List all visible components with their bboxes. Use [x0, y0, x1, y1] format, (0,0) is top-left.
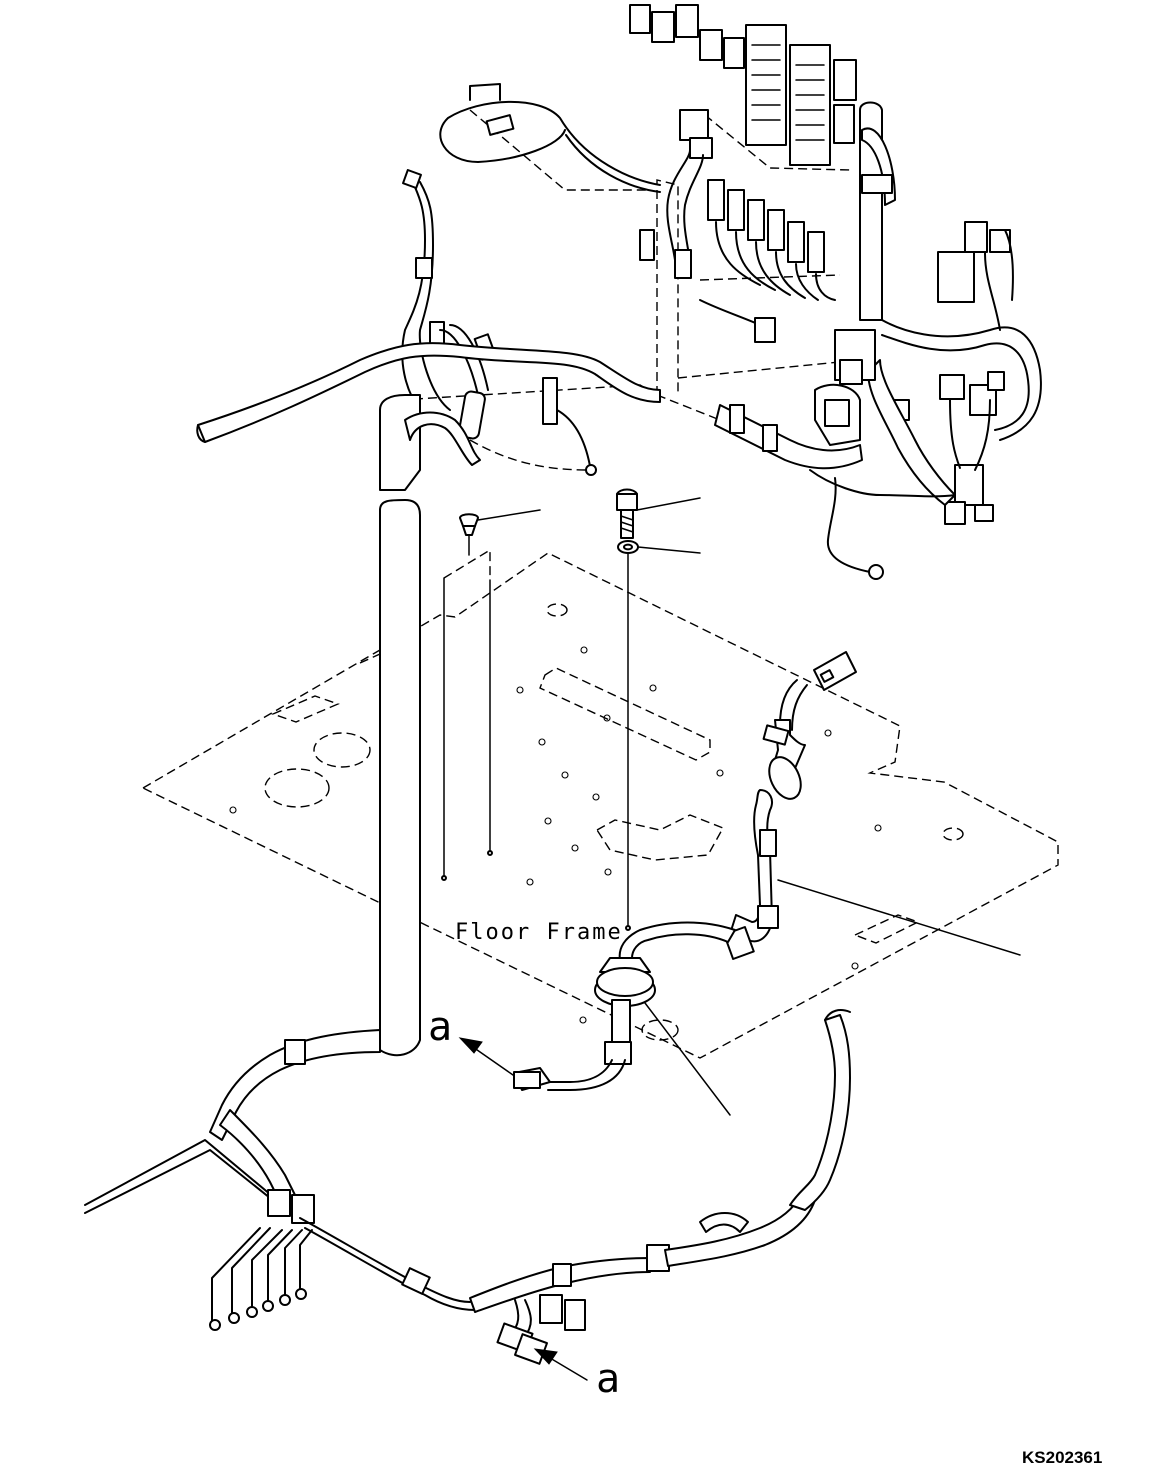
reference-label-a-lower: a — [596, 1356, 620, 1402]
left-horizontal-harness — [196, 342, 661, 476]
bolt-fastener — [616, 488, 701, 539]
upper-loop-harness — [439, 83, 661, 193]
clip-fastener — [441, 509, 541, 881]
cab-post-tube — [379, 394, 481, 1057]
reference-arrow-upper — [458, 1037, 514, 1076]
reference-arrow-lower — [533, 1348, 588, 1381]
drawing-code: KS202361 — [1022, 1448, 1102, 1467]
reference-label-a-upper: a — [428, 1004, 452, 1050]
frame-holes — [229, 646, 882, 1024]
floor-frame-label: Floor Frame — [455, 920, 623, 945]
main-floor-harness — [513, 651, 1021, 1116]
washer-fastener — [617, 540, 701, 931]
fuse-relay-cluster — [629, 4, 1042, 580]
lower-perimeter-harness — [84, 1009, 851, 1365]
floor-frame-plate — [141, 552, 1059, 1059]
